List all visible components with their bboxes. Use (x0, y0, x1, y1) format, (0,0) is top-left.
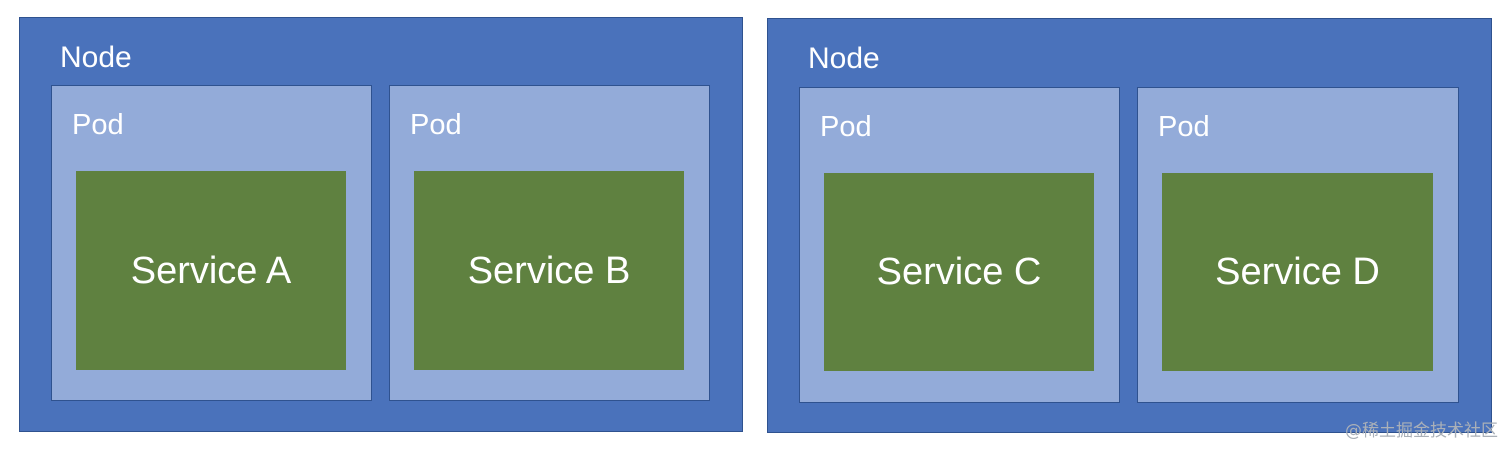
node-label: Node (808, 42, 880, 75)
service-label: Service D (1215, 251, 1380, 293)
service-c-box: Service C (824, 173, 1094, 371)
pod-box-4: Pod Service D (1137, 87, 1459, 403)
service-b-box: Service B (414, 171, 684, 370)
service-label: Service B (467, 249, 631, 292)
service-a-box: Service A (76, 171, 346, 370)
node-box-2: Node Pod Service C Pod Service D (767, 18, 1492, 433)
node-box-1: Node Pod Service A Pod Service B (19, 17, 743, 432)
service-d-box: Service D (1162, 173, 1433, 371)
pod-label: Pod (72, 109, 124, 141)
watermark: @稀土掘金技术社区 (1345, 421, 1498, 441)
pod-label: Pod (410, 109, 462, 141)
pod-box-2: Pod Service B (389, 85, 710, 401)
node-label: Node (60, 41, 132, 74)
pod-box-1: Pod Service A (51, 85, 372, 401)
service-label: Service C (876, 251, 1042, 293)
pod-box-3: Pod Service C (799, 87, 1120, 403)
pod-label: Pod (820, 111, 872, 143)
service-label: Service A (130, 249, 292, 292)
pod-label: Pod (1158, 111, 1210, 143)
